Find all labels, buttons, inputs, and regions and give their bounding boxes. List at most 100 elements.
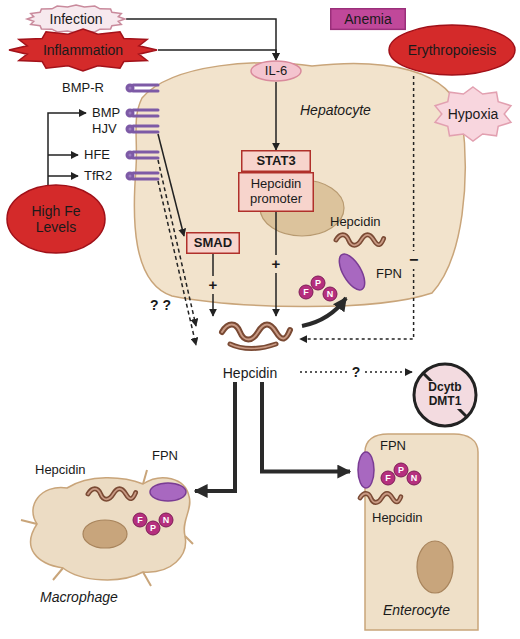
node-label: SMAD [194,236,232,251]
iron-symbol: P [150,523,156,533]
edge-sign: − [407,251,420,269]
node-label: Hepcidin [223,365,277,381]
part-label: BMP [92,106,120,121]
text-holder: Macrophage [40,589,118,605]
part-label: Hepcidin [372,511,423,526]
part-label: HFE [84,148,110,163]
edge-label-holder: ? [350,364,363,380]
node-label: Inflammation [43,42,123,58]
label-holder: P [315,278,321,288]
hepcidin-peptide: Hepcidin [200,316,300,382]
enterocyte-cell: Enterocyte [350,432,490,630]
edge-label-holder: − [407,251,420,269]
transport-arrow [262,382,350,472]
iron-symbol: P [315,278,321,288]
hepatocyte-cell: HepatocyteSTAT3Hepcidin promoterSMAD [112,58,468,308]
node-label: Infection [50,11,103,27]
label-holder: BMP [92,106,120,121]
node-label: Macrophage [40,589,118,605]
anemia-box: Anemia [330,8,406,30]
il6-oval: IL-6 [250,60,302,82]
part-label: FPN [376,267,402,282]
label-holder: FPN [380,439,406,454]
iron-symbol: F [137,515,143,525]
text-holder: Hepcidin [223,365,277,381]
iron-beads [133,276,421,535]
node-label: Hypoxia [448,106,499,122]
regulation-arrow [300,76,414,339]
macrophage-cell: Macrophage [15,462,195,607]
macrophage-cell-outline [15,462,195,607]
node-label: IL-6 [265,64,287,79]
iron-symbol: F [303,287,309,297]
text-holder: Enterocyte [383,602,450,618]
node-label: Enterocyte [383,602,450,618]
erythropoiesis-ellipse: Erythropoiesis [388,24,516,76]
label-holder: FPN [152,449,178,464]
enterocyte-cell-outline [350,432,490,630]
label-holder: F [137,515,143,525]
label-holder: N [327,289,334,299]
text-holder: Hepatocyte [300,102,371,118]
edge-sign: ? [350,364,363,380]
ferroportin [150,250,374,501]
label-holder: BMP-R [62,81,104,96]
regulation-arrow [158,50,276,60]
iron-ellipse: High Fe Levels [6,184,106,254]
iron-symbol: F [385,473,391,483]
label-holder: FPN [376,267,402,282]
iron-symbol: N [411,473,418,483]
smad-box: SMAD [186,232,240,254]
regulation-arrow [126,19,276,60]
label-holder: HJV [92,122,117,137]
node-label: Hepatocyte [300,102,371,118]
edge-label-holder: + [270,255,283,272]
edge-sign: + [270,255,283,272]
node-label: Dcytb [426,381,463,395]
hepcidin-peptides [88,235,401,503]
label-holder: TfR2 [84,169,112,184]
label-holder: P [150,523,156,533]
edge-sign: + [207,276,220,293]
node-label: High Fe Levels [25,203,87,235]
infection-burst: Infection [26,4,126,34]
part-label: HJV [92,122,117,137]
node-label: Erythropoiesis [408,42,497,58]
label-holder: P [398,465,404,475]
receptors [127,85,158,179]
label-holder: Hepcidin [330,215,381,230]
part-label: ? ? [150,297,171,313]
iron-symbol: N [163,515,170,525]
iron-symbol: N [327,289,334,299]
label-holder: Hepcidin [372,511,423,526]
label-holder: N [411,473,418,483]
part-label: BMP-R [62,81,104,96]
node-label: Anemia [344,11,391,27]
label-holder: ? ? [150,297,171,313]
label-holder: HFE [84,148,110,163]
part-label: FPN [380,439,406,454]
label-holder: Hepcidin [35,463,86,478]
stat3-box: STAT3 [241,150,311,172]
inflammation-star: Inflammation [8,28,158,72]
label-holder: F [385,473,391,483]
part-label: Hepcidin [35,463,86,478]
regulation-arrow [275,82,277,150]
iron-symbol: P [398,465,404,475]
promoter-box: Hepcidin promoter [238,172,314,212]
part-label: Hepcidin [330,215,381,230]
transporter-circle: DcytbDMT1 [412,362,478,428]
label-holder: N [163,515,170,525]
node-label: DMT1 [427,395,464,409]
part-label: TfR2 [84,169,112,184]
node-label: Hepcidin promoter [244,177,308,207]
hypoxia-star: Hypoxia [432,86,514,142]
part-label: FPN [152,449,178,464]
label-holder: F [303,287,309,297]
node-label: STAT3 [256,154,295,169]
hepatocyte-export-arrow [302,298,346,326]
transport-arrow [195,382,235,491]
edge-label-holder: + [207,276,220,293]
